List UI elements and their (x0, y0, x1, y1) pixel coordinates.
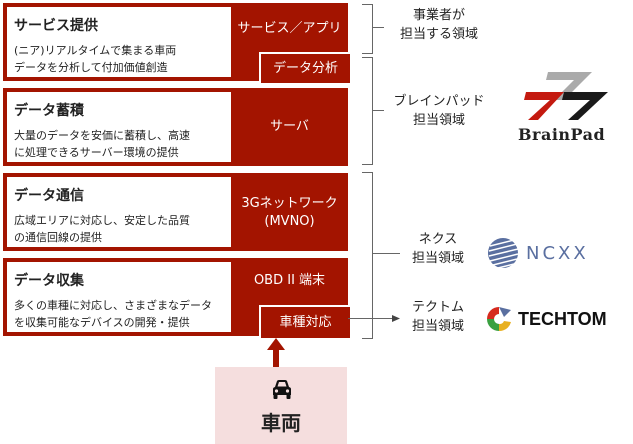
connector-line (348, 318, 394, 319)
role-line: ブレインパッド (393, 94, 485, 109)
layer-tech: (MVNO) (264, 214, 315, 229)
layer-desc-line: データを分析して付加価値創造 (14, 61, 168, 74)
role-techtom: テクトム 担当領域 (400, 298, 476, 336)
layer-desc-line: 大量のデータを安価に蓄積し、高速 (14, 129, 190, 142)
layer-sub-tag: データ分析 (259, 52, 350, 83)
layer-desc-line: の通信回線の提供 (14, 231, 102, 244)
car-icon (273, 380, 291, 399)
ncxx-logo: NCXX (486, 236, 616, 270)
role-line: 事業者が (412, 8, 465, 23)
layer-service: サービス提供 (ニア)リアルタイムで集まる車両 データを分析して付加価値創造 サ… (3, 3, 350, 83)
layer-sub-tag: 車種対応 (259, 305, 350, 338)
vehicle-box: 車両 (215, 367, 347, 444)
layer-title: データ通信 (14, 188, 84, 204)
layer-title: データ蓄積 (14, 103, 84, 119)
role-line: ネクス (418, 232, 458, 247)
techtom-logo: TECHTOM (484, 304, 633, 334)
role-line: 担当領域 (411, 319, 464, 334)
layer-tech: OBD II 端末 (253, 273, 326, 288)
connector-line (372, 253, 400, 254)
role-line: 担当領域 (411, 251, 464, 266)
layer-title: サービス提供 (14, 18, 98, 34)
layer-desc-line: 多くの車種に対応し、さまざまなデータ (14, 299, 212, 312)
role-line: 担当する領域 (399, 27, 478, 42)
layer-desc-line: を収集可能なデバイスの開発・提供 (14, 316, 190, 329)
brainpad-wordmark: BrainPad (518, 125, 606, 144)
layer-collection: データ収集 多くの車種に対応し、さまざまなデータ を収集可能なデバイスの開発・提… (3, 258, 350, 338)
role-line: テクトム (411, 300, 464, 315)
bracket-operator (362, 4, 373, 54)
up-arrow-icon (267, 338, 285, 368)
connector-line (372, 110, 384, 111)
brainpad-logo: BrainPad (516, 70, 616, 150)
layer-desc-line: (ニア)リアルタイムで集まる車両 (14, 44, 177, 57)
connector-line (372, 27, 384, 28)
layer-tech: サービス／アプリ (237, 21, 342, 36)
layer-service-desc-box: サービス提供 (ニア)リアルタイムで集まる車両 データを分析して付加価値創造 (7, 7, 231, 77)
ncxx-globe-icon (488, 238, 519, 269)
layer-storage-desc-box: データ蓄積 大量のデータを安価に蓄積し、高速 に処理できるサーバー環境の提供 (7, 92, 231, 162)
ncxx-wordmark: NCXX (526, 243, 589, 264)
layer-communication-desc-box: データ通信 広域エリアに対応し、安定した品質 の通信回線の提供 (7, 177, 231, 247)
arrow-right-icon (392, 315, 400, 322)
role-line: 担当領域 (412, 113, 465, 128)
layer-tech: サーバ (270, 119, 309, 134)
layer-storage: データ蓄積 大量のデータを安価に蓄積し、高速 に処理できるサーバー環境の提供 サ… (3, 88, 348, 166)
role-operator: 事業者が 担当する領域 (384, 6, 494, 44)
layer-communication: データ通信 広域エリアに対応し、安定した品質 の通信回線の提供 3Gネットワーク… (3, 173, 348, 251)
layer-collection-desc-box: データ収集 多くの車種に対応し、さまざまなデータ を収集可能なデバイスの開発・提… (7, 262, 231, 332)
vehicle-label: 車両 (261, 411, 301, 435)
bracket-ncxx (362, 172, 373, 339)
techtom-wordmark: TECHTOM (518, 309, 607, 329)
layer-tech: 3Gネットワーク (241, 196, 338, 211)
role-brainpad: ブレインパッド 担当領域 (384, 92, 494, 130)
brainpad-mark-icon (524, 72, 608, 120)
layer-desc-line: に処理できるサーバー環境の提供 (14, 146, 179, 159)
layer-desc-line: 広域エリアに対応し、安定した品質 (14, 214, 190, 227)
techtom-mark-icon (487, 307, 511, 332)
bracket-brainpad (362, 57, 373, 165)
role-ncxx: ネクス 担当領域 (400, 230, 476, 268)
layer-title: データ収集 (14, 273, 84, 289)
